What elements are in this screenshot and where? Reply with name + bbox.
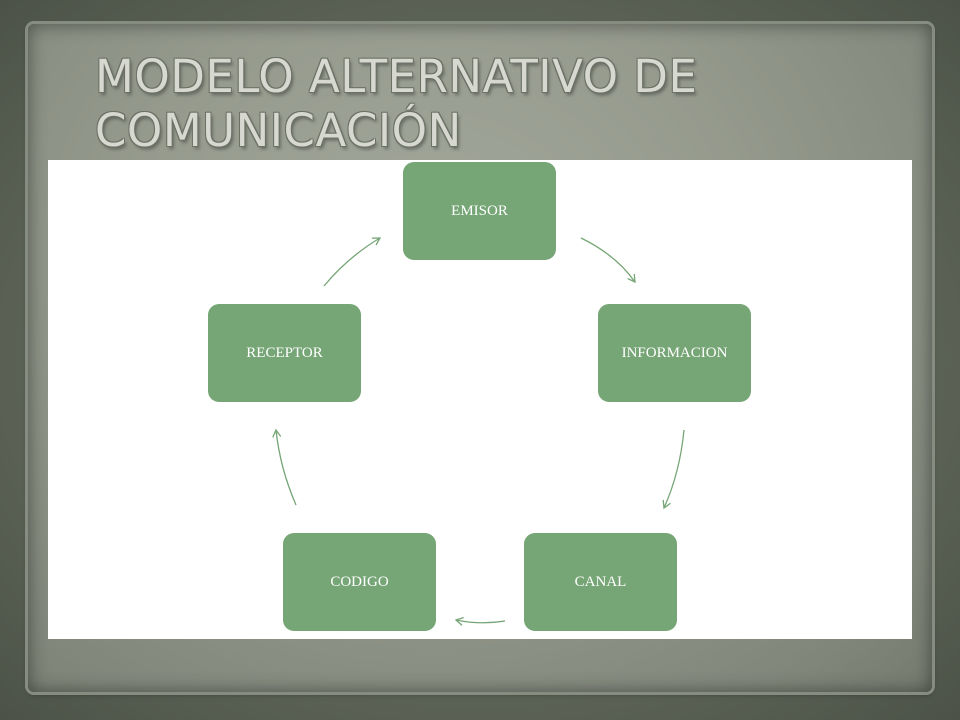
diagram-canvas: EMISOR INFORMACION CANAL CODIGO RECEPTOR — [48, 160, 912, 639]
node-codigo: CODIGO — [283, 533, 436, 631]
arrow-receptor-to-emisor — [323, 237, 382, 287]
title-line-1: MODELO ALTERNATIVO DE — [95, 50, 698, 103]
slide-title: MODELO ALTERNATIVO DE COMUNICACIÓN — [95, 50, 895, 158]
node-canal: CANAL — [524, 533, 677, 631]
arrow-informacion-to-canal — [662, 429, 685, 510]
arrow-canal-to-codigo — [454, 616, 506, 626]
node-informacion: INFORMACION — [598, 304, 751, 402]
node-receptor: RECEPTOR — [208, 304, 361, 402]
arrow-emisor-to-informacion — [580, 237, 636, 284]
cycle-arrows — [272, 237, 685, 626]
arrow-codigo-to-receptor — [272, 428, 297, 506]
title-line-2: COMUNICACIÓN — [95, 104, 462, 157]
node-emisor: EMISOR — [403, 162, 556, 260]
